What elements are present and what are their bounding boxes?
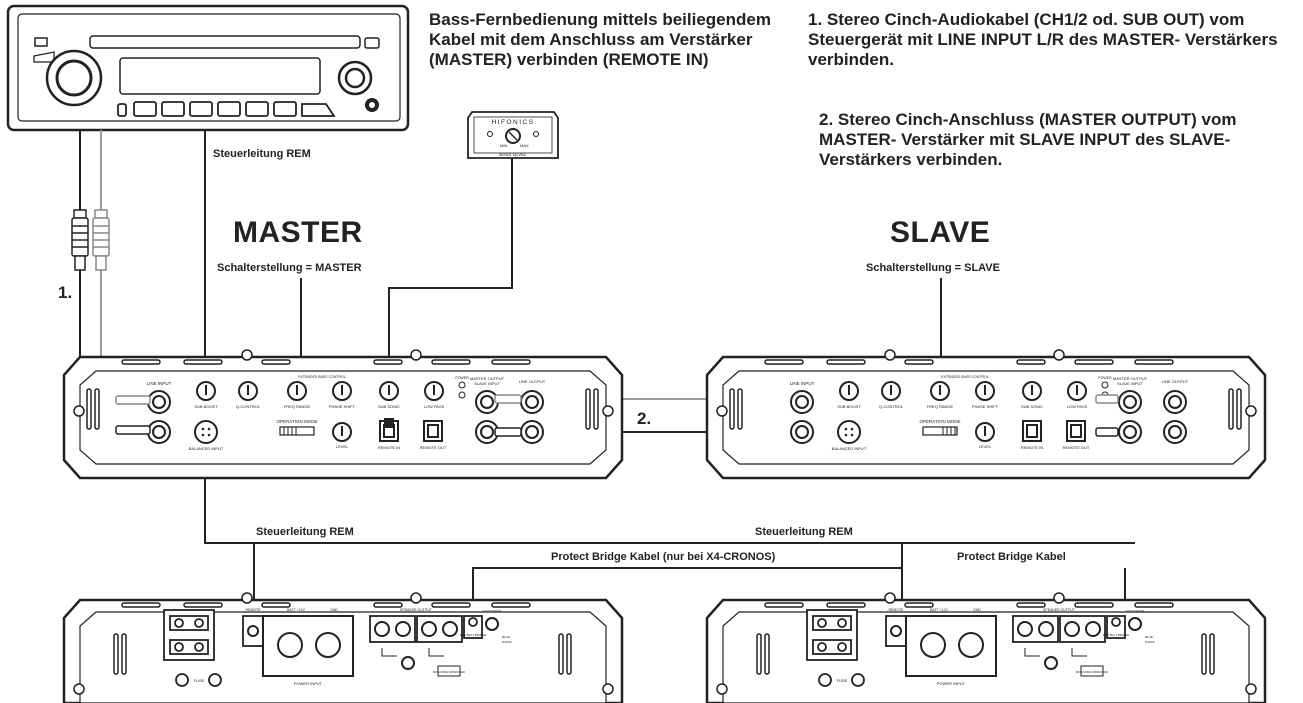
svg-text:EXTENDED BASS CONTROL: EXTENDED BASS CONTROL [941,375,989,379]
svg-text:MASTER OUTPUT: MASTER OUTPUT [1113,376,1148,381]
svg-text:Q-CONTROL: Q-CONTROL [236,404,261,409]
svg-text:PHASE SHIFT: PHASE SHIFT [972,404,999,409]
svg-text:LOW PASS: LOW PASS [1067,404,1088,409]
head-unit [6,4,410,132]
svg-text:FREQ RANGE: FREQ RANGE [284,404,311,409]
remote-instruction: Bass-Fernbedienung mittels beiliegendem … [429,10,771,69]
slave-amplifier-power-side: FUSE REMOTE BATT +12V GND POWER INPUT SP… [705,592,1267,703]
svg-text:PHASE SHIFT: PHASE SHIFT [329,404,356,409]
rem-label-top: Steuerleitung REM [213,148,311,160]
svg-text:GND: GND [330,608,338,612]
rca-plug-pair [71,209,110,271]
protect-bridge-label-right: Protect Bridge Kabel [957,551,1066,563]
slave-amplifier: LINE INPUT BALANCED INPUT SUB BOOST Q-CO… [705,349,1267,480]
protect-bridge-cable-left [472,567,903,627]
svg-text:SUB SONIC: SUB SONIC [1021,404,1043,409]
svg-text:LEVEL: LEVEL [979,444,992,449]
svg-text:POWER INPUT: POWER INPUT [937,681,966,686]
svg-text:LINE OUTPUT: LINE OUTPUT [519,379,546,384]
remote-brand: HIFONICS [491,119,534,126]
svg-text:SPEAKER OUTPUT: SPEAKER OUTPUT [1043,608,1076,612]
svg-text:SLAVE INPUT: SLAVE INPUT [474,381,500,386]
slave-switch-label: Schalterstellung = SLAVE [866,262,1000,274]
rca-plugs-master-output [494,394,522,437]
svg-text:REMOTE: REMOTE [246,608,262,612]
remote-plug [384,418,394,428]
bass-remote: HIFONICS MIN MAX BASS LEVEL [467,111,559,159]
svg-text:SUB BOOST: SUB BOOST [194,404,218,409]
slave-title: SLAVE [890,216,991,249]
svg-text:Q-CONTROL: Q-CONTROL [879,404,904,409]
svg-text:LOW PASS: LOW PASS [424,404,445,409]
svg-text:SUB SONIC: SUB SONIC [378,404,400,409]
svg-text:POWER: POWER [1098,376,1112,380]
svg-text:BLUE: BLUE [1145,635,1153,639]
master-amplifier-power-side: FUSE REMOTE BATT +12V GND POWER INPUT SP… [62,592,624,703]
svg-text:LINE INPUT: LINE INPUT [147,381,172,386]
rca-plugs-master-input [115,395,151,435]
svg-text:FUSE: FUSE [837,678,848,683]
svg-text:SLAVE INPUT: SLAVE INPUT [1117,381,1143,386]
svg-text:POWER INPUT: POWER INPUT [294,681,323,686]
svg-text:OPERATION MODE: OPERATION MODE [920,419,961,424]
svg-text:BLUE: BLUE [502,635,510,639]
svg-text:MAX: MAX [520,143,529,148]
svg-text:BALANCED INPUT: BALANCED INPUT [832,446,867,451]
svg-text:BATT +12V: BATT +12V [287,608,306,612]
remote-cable [388,158,513,418]
svg-text:BASS MODE SUBWOOFER: BASS MODE SUBWOOFER [1076,671,1108,674]
step-2-instruction: 2. Stereo Cinch-Anschluss (MASTER OUTPUT… [819,110,1237,169]
svg-text:POWER: POWER [455,376,469,380]
rem-wire [204,130,1135,544]
rem-label-right: Steuerleitung REM [755,526,853,538]
svg-text:GOOD MODE: GOOD MODE [482,609,501,613]
svg-text:GND: GND [973,608,981,612]
svg-text:BASS MODE SUBWOOFER: BASS MODE SUBWOOFER [433,671,465,674]
svg-text:LINE INPUT: LINE INPUT [790,381,815,386]
svg-text:WHITE: WHITE [1145,640,1155,644]
svg-text:LINE OUTPUT: LINE OUTPUT [1162,379,1189,384]
svg-text:WHITE: WHITE [502,640,512,644]
svg-text:REMOTE IN: REMOTE IN [1021,445,1043,450]
remote-label: BASS LEVEL [499,152,527,157]
svg-text:FREQ RANGE: FREQ RANGE [927,404,954,409]
svg-text:SPEAKER OUTPUT: SPEAKER OUTPUT [400,608,433,612]
svg-text:MASTER OUTPUT: MASTER OUTPUT [470,376,505,381]
master-title: MASTER [233,216,363,249]
rem-label-left: Steuerleitung REM [256,526,354,538]
svg-text:LEVEL: LEVEL [336,444,349,449]
svg-text:MIN: MIN [500,143,507,148]
marker-1: 1. [58,283,73,302]
master-switch-label: Schalterstellung = MASTER [217,262,362,274]
svg-text:REMOTE OUT: REMOTE OUT [420,445,447,450]
svg-text:BATT +12V: BATT +12V [930,608,949,612]
svg-text:SUB BOOST: SUB BOOST [837,404,861,409]
marker-2: 2. [637,409,652,428]
svg-text:REMOTE: REMOTE [889,608,905,612]
svg-text:GOOD MODE: GOOD MODE [1125,609,1144,613]
svg-text:REMOTE OUT: REMOTE OUT [1063,445,1090,450]
protect-bridge-label-left: Protect Bridge Kabel (nur bei X4-CRONOS) [551,551,776,563]
master-amplifier: LINE INPUT BALANCED INPUT SUB BOOST Q-CO… [62,349,624,480]
rca-plugs-slave-input [1095,394,1119,437]
svg-text:BALANCED INPUT: BALANCED INPUT [189,446,224,451]
step-1-instruction: 1. Stereo Cinch-Audiokabel (CH1/2 od. SU… [808,10,1278,69]
svg-text:EXTENDED BASS CONTROL: EXTENDED BASS CONTROL [298,375,346,379]
svg-text:PROTECT BRIDGE: PROTECT BRIDGE [460,633,487,637]
svg-text:REMOTE IN: REMOTE IN [378,445,400,450]
svg-text:PROTECT BRIDGE: PROTECT BRIDGE [1103,633,1130,637]
svg-text:OPERATION MODE: OPERATION MODE [277,419,318,424]
svg-text:FUSE: FUSE [194,678,205,683]
